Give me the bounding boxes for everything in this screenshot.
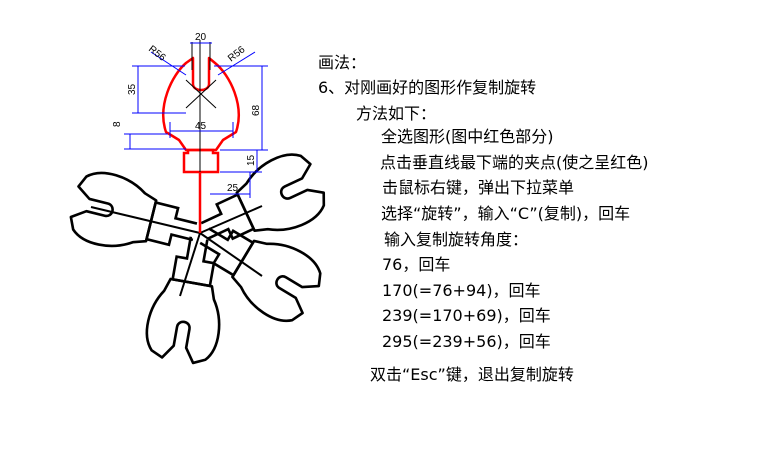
dim-top-width: 20 xyxy=(195,32,207,43)
instructions-heading: 画法： xyxy=(318,53,367,72)
instruction-line-6: 76，回车 xyxy=(382,255,451,274)
instruction-line-1: 全选图形(图中红色部分) xyxy=(381,127,554,146)
instruction-line-5: 输入复制旋转角度： xyxy=(384,230,529,249)
instruction-line-4: 选择“旋转”，输入“C”(复制)，回车 xyxy=(381,204,631,223)
wrench-copy-bottom xyxy=(141,230,236,368)
rotated-copies xyxy=(64,144,334,368)
wrench-copy-lower-right xyxy=(184,203,331,332)
original-wrench xyxy=(162,56,240,233)
dim-width-45: 45 xyxy=(195,121,207,132)
instruction-line-9: 295(=239+56)，回车 xyxy=(382,332,551,351)
instructions-method: 方法如下： xyxy=(356,104,437,123)
dim-height-15: 15 xyxy=(246,154,257,166)
dim-height-68: 68 xyxy=(251,104,262,116)
dim-height-8: 8 xyxy=(112,121,123,127)
wrench-copy-upper-right xyxy=(188,144,334,265)
construction-lines xyxy=(185,40,217,172)
instructions-step: 6、对刚画好的图形作复制旋转 xyxy=(318,78,537,97)
instruction-line-7: 170(=76+94)，回车 xyxy=(382,281,541,300)
dimension-lines xyxy=(124,42,268,198)
instruction-line-8: 239(=170+69)，回车 xyxy=(382,306,551,325)
instruction-line-2: 点击垂直线最下端的夹点(使之呈红色) xyxy=(380,153,649,172)
dim-height-35: 35 xyxy=(127,83,138,95)
dim-width-25: 25 xyxy=(227,183,239,194)
instruction-line-3: 击鼠标右键，弹出下拉菜单 xyxy=(382,178,575,197)
instruction-line-10: 双击“Esc”键，退出复制旋转 xyxy=(370,365,574,384)
dim-radius-right: R56 xyxy=(226,44,248,64)
